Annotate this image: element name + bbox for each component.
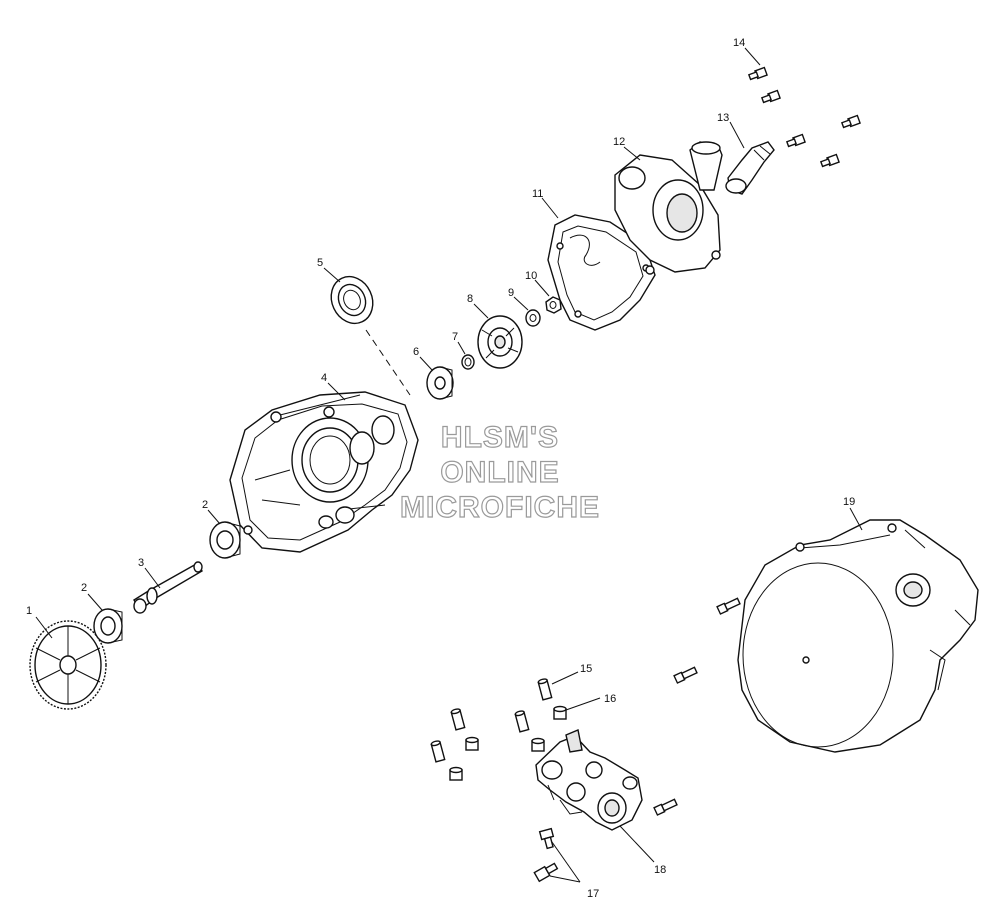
watermark-line-3: MICROFICHE (399, 490, 600, 524)
part-15-dowels (430, 678, 553, 763)
part-6-bushing (426, 366, 454, 400)
callout-5: 5 (317, 257, 323, 269)
callout-3: 3 (138, 557, 144, 569)
part-16-plugs (449, 705, 567, 781)
callout-6: 6 (413, 346, 419, 358)
callout-18: 18 (654, 864, 666, 876)
part-2-bearing-upper (209, 521, 241, 559)
watermark-line-2: ONLINE (440, 455, 560, 489)
part-18-pump-body (535, 729, 643, 831)
part-8-impeller (477, 315, 523, 369)
part-14-bolts (747, 66, 861, 168)
callout-10: 10 (525, 270, 537, 282)
callout-4: 4 (321, 372, 327, 384)
part-2-bearing-lower (93, 608, 123, 644)
part-3-shaft (133, 561, 203, 614)
part-13-elbow (725, 141, 775, 195)
watermark-line-1: HLSM'S (440, 420, 560, 454)
callout-11: 11 (532, 188, 543, 200)
callout-16: 16 (604, 693, 616, 705)
callout-2-lower: 2 (81, 582, 87, 594)
part-5-seal (330, 275, 374, 325)
callout-17: 17 (587, 888, 599, 900)
callout-7: 7 (452, 331, 458, 343)
callout-1: 1 (26, 605, 32, 617)
callout-15: 15 (580, 663, 592, 675)
callout-9: 9 (508, 287, 514, 299)
part-7-ring (461, 354, 475, 370)
callout-19: 19 (843, 496, 855, 508)
callout-2-upper: 2 (202, 499, 208, 511)
part-17-bolts (533, 827, 559, 883)
part-19-cover (737, 519, 979, 753)
cover-bolts (653, 597, 741, 816)
callout-labels: 1 2 2 3 4 5 6 7 8 9 10 11 12 13 14 15 16… (26, 37, 855, 900)
callout-8: 8 (467, 293, 473, 305)
callout-14: 14 (733, 37, 745, 49)
callout-12: 12 (613, 136, 625, 148)
part-12-pump-cover (614, 141, 723, 275)
part-4-housing (229, 391, 419, 553)
watermark: HLSM'S ONLINE MICROFICHE (380, 420, 620, 525)
callout-13: 13 (717, 112, 729, 124)
part-11-gasket (547, 214, 656, 331)
part-9-washer (525, 309, 541, 327)
part-1-gear (29, 620, 107, 710)
leader-lines (35, 47, 863, 883)
part-10-nut (545, 296, 562, 314)
